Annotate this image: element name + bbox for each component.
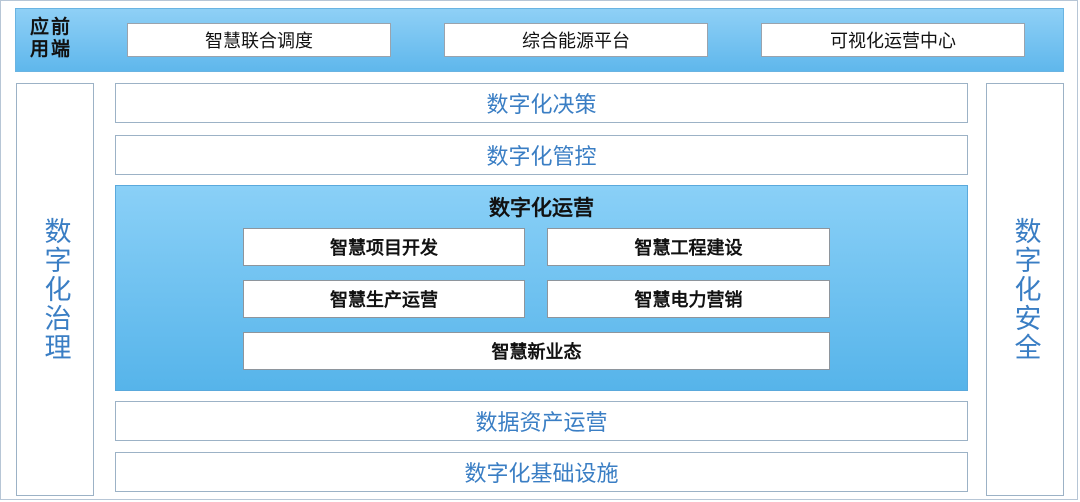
layer-data-asset-operation: 数据资产运营 bbox=[115, 401, 968, 441]
ops-smart-engineering-construction[interactable]: 智慧工程建设 bbox=[547, 228, 830, 266]
ops-smart-new-business[interactable]: 智慧新业态 bbox=[243, 332, 830, 370]
app-integrated-energy-platform[interactable]: 综合能源平台 bbox=[444, 23, 708, 57]
ops-smart-power-marketing[interactable]: 智慧电力营销 bbox=[547, 280, 830, 318]
security-label: 数字化安全 bbox=[1009, 217, 1041, 362]
operations-title: 数字化运营 bbox=[489, 196, 594, 220]
ops-smart-project-development[interactable]: 智慧项目开发 bbox=[243, 228, 525, 266]
app-visual-operations-center[interactable]: 可视化运营中心 bbox=[761, 23, 1025, 57]
ops-smart-production-operation[interactable]: 智慧生产运营 bbox=[243, 280, 525, 318]
governance-label: 数字化治理 bbox=[39, 217, 71, 362]
layer-digital-control: 数字化管控 bbox=[115, 135, 968, 175]
governance-column: 数字化治理 bbox=[16, 83, 94, 496]
application-layer-label: 应前 用端 bbox=[30, 16, 73, 60]
security-column: 数字化安全 bbox=[986, 83, 1064, 496]
layer-digital-decision: 数字化决策 bbox=[115, 83, 968, 123]
app-smart-joint-dispatch[interactable]: 智慧联合调度 bbox=[127, 23, 391, 57]
layer-digital-infrastructure: 数字化基础设施 bbox=[115, 452, 968, 492]
